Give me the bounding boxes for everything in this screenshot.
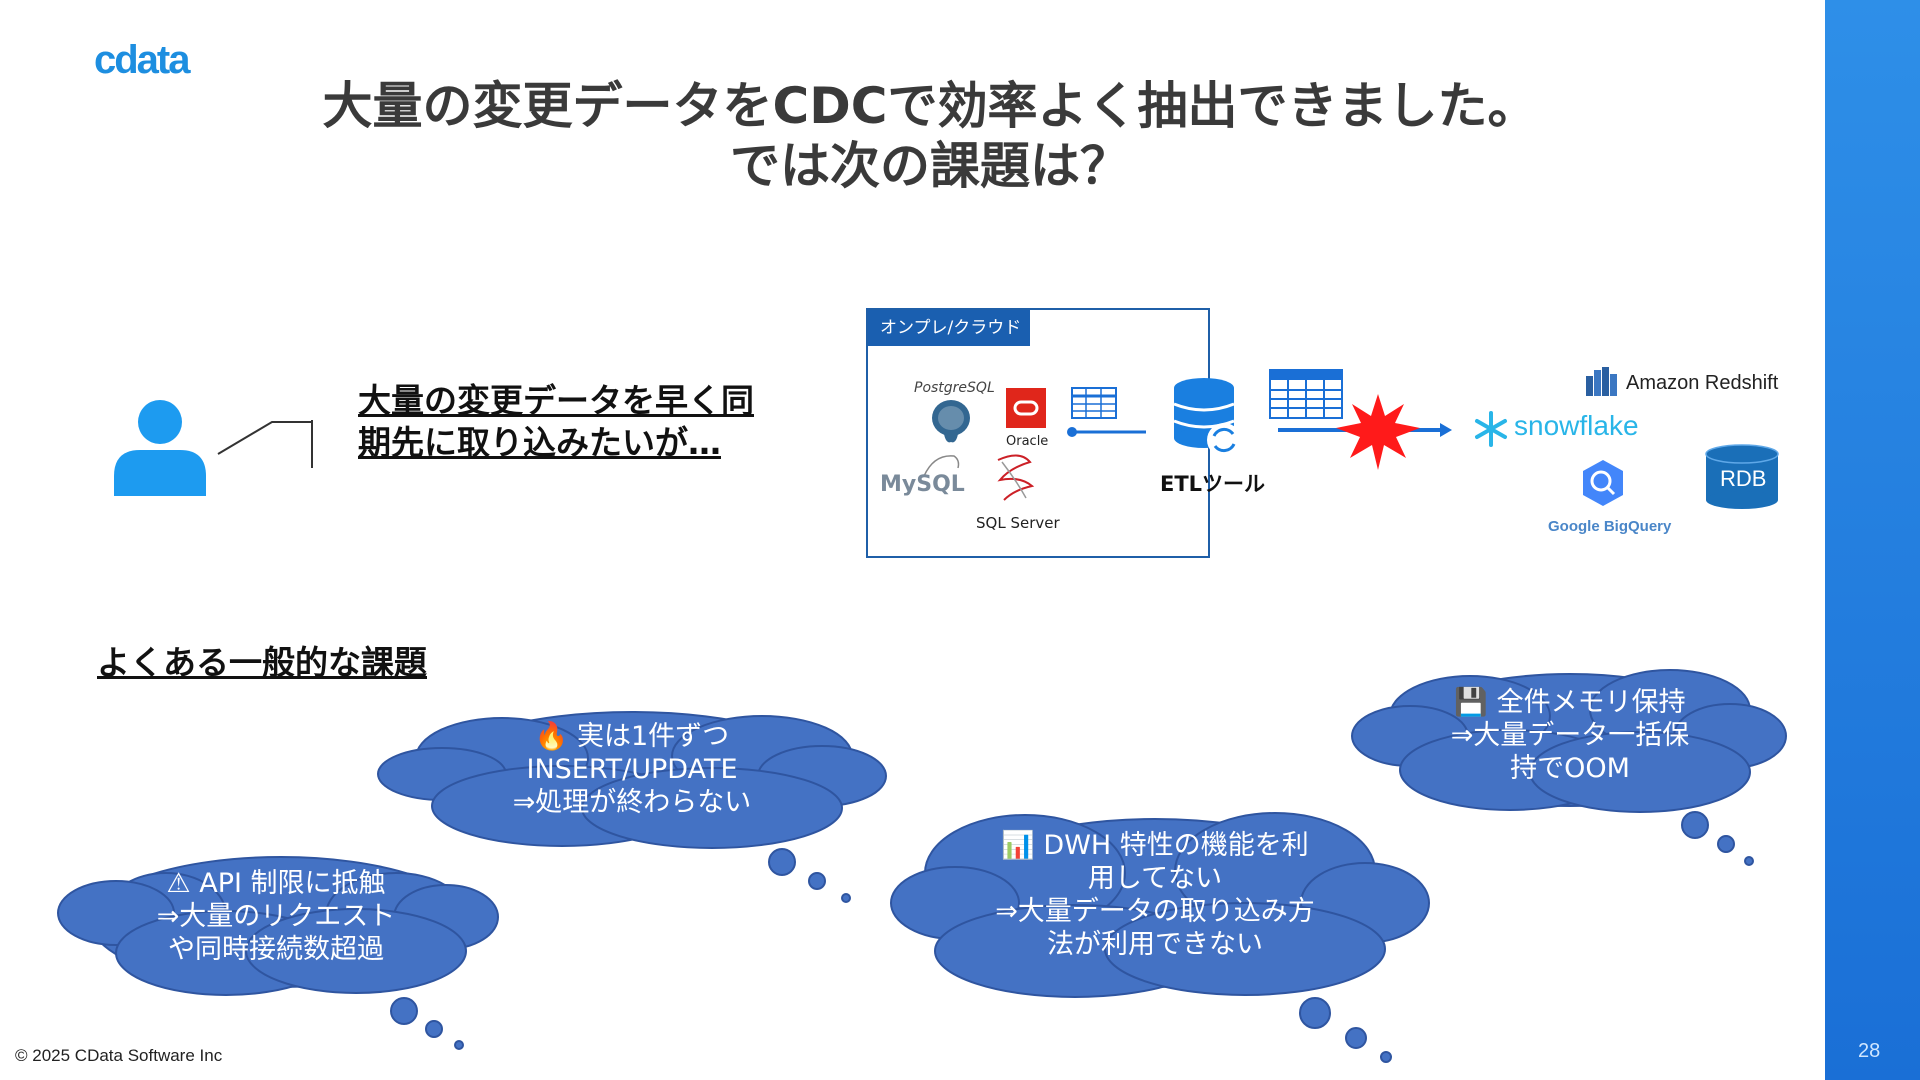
data-table-icon [1269,369,1343,419]
issue-text-api: ⚠ API 制限に抵触 ⇒大量のリクエスト や同時接続数超過 [96,867,456,966]
issue-line: ⇒大量データ一括保 [1450,720,1690,751]
oracle-label: Oracle [1006,434,1049,449]
bigquery-icon [1583,460,1623,506]
redshift-label: Amazon Redshift [1626,372,1779,394]
issue-cloud-oom: 💾 全件メモリ保持 ⇒大量データ一括保 持でOOM [1350,660,1790,870]
cloud-shape [1351,669,1787,866]
title-line-1: 大量の変更データをCDCで効率よく抽出できました。 [322,77,1538,135]
postgresql-label: PostgreSQL [914,380,995,396]
issue-line: 法が利用できない [1047,929,1263,960]
title-line-2: では次の課題は？ [730,137,1130,195]
scenario-statement: 大量の変更データを早く同 期先に取り込みたいが… [358,380,828,464]
issue-text-insert: 🔥 実は1件ずつ INSERT/UPDATE ⇒処理が終わらない [452,720,812,819]
issue-text-dwh: 📊 DWH 特性の機能を利 用してない ⇒大量データの取り込み方 法が利用できな… [945,829,1365,961]
issue-cloud-insert: 🔥 実は1件ずつ INSERT/UPDATE ⇒処理が終わらない [372,700,892,910]
sql-server-label: SQL Server [976,514,1060,532]
right-accent-bar [1825,0,1920,1080]
snowflake-icon [1475,411,1507,447]
etl-database-icon [1173,378,1241,457]
scenario-line-1: 大量の変更データを早く同 [358,381,754,420]
scenario-line-2: 期先に取り込みたいが… [358,423,721,462]
page-number: 28 [1858,1040,1881,1062]
issue-text-oom: 💾 全件メモリ保持 ⇒大量データ一括保 持でOOM [1410,686,1730,785]
issue-line: INSERT/UPDATE [526,754,738,785]
slide-title: 大量の変更データをCDCで効率よく抽出できました。 では次の課題は？ [200,76,1660,196]
copyright-footer: © 2025 CData Software Inc [15,1046,223,1065]
issue-line: や同時接続数超過 [168,934,384,965]
redshift-icon [1586,367,1617,396]
issue-cloud-dwh: 📊 DWH 特性の機能を利 用してない ⇒大量データの取り込み方 法が利用できな… [885,803,1435,1065]
cloud-shape [890,812,1430,1063]
issue-line: ⇒大量のリクエスト [156,901,396,932]
mysql-dolphin-icon [923,455,960,477]
person-icon [114,400,206,496]
common-issues-heading: よくある一般的な課題 [97,643,427,682]
issue-cloud-api: ⚠ API 制限に抵触 ⇒大量のリクエスト や同時接続数超過 [56,845,501,1055]
mysql-label: MySQL [880,472,965,497]
sql-server-icon [997,454,1035,501]
issue-line: ⚠ API 制限に抵触 [166,868,386,899]
bigquery-label: Google BigQuery [1548,518,1672,535]
snowflake-label: snowflake [1514,410,1639,441]
rdb-icon [1705,444,1779,509]
cloud-shape [57,856,499,1050]
cloud-shape [377,711,887,903]
issue-line: 用してない [1087,863,1223,894]
issue-line: ⇒処理が終わらない [512,787,752,818]
issue-line: 💾 全件メモリ保持 [1454,687,1686,718]
issue-line: 🔥 実は1件ずつ [534,721,730,752]
onprem-cloud-label: オンプレ/クラウド [868,310,1030,346]
explosion-icon [1336,394,1420,470]
issue-line: 持でOOM [1510,753,1630,784]
postgresql-icon [932,400,970,443]
oracle-icon [1006,388,1046,428]
issue-line: 📊 DWH 特性の機能を利 [1001,830,1309,861]
issue-line: ⇒大量データの取り込み方 [995,896,1315,927]
cdata-logo: cdata [94,38,190,82]
transfer-arrow-blocked [1278,394,1452,470]
speech-connector [217,420,313,468]
rdb-label: RDB [1720,466,1767,491]
etl-tool-label: ETLツール [1160,472,1266,496]
table-icon [1071,387,1117,419]
architecture-diagram: オンプレ/クラウド PostgreSQL Oracle MySQL SQL Se… [860,300,1820,570]
source-connector-line [1067,427,1146,437]
